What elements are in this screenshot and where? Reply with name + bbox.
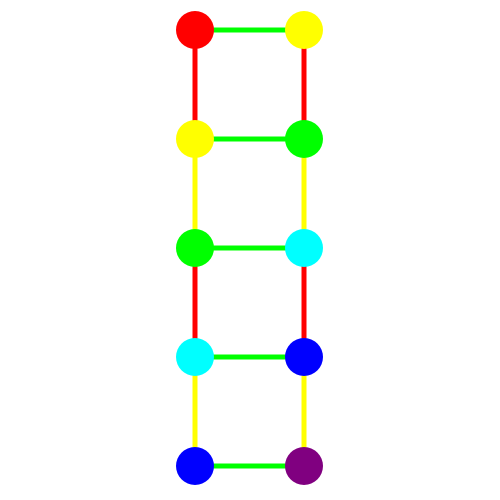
node-n1-yellow [285,11,323,49]
node-n6-cyan [176,338,214,376]
node-n5-cyan [285,229,323,267]
nodes-layer [176,11,323,485]
node-n3-green [285,120,323,158]
node-n9-purple [285,447,323,485]
node-n8-blue [176,447,214,485]
node-n2-yellow [176,120,214,158]
node-n7-blue [285,338,323,376]
node-n4-green [176,229,214,267]
node-n0-red [176,11,214,49]
